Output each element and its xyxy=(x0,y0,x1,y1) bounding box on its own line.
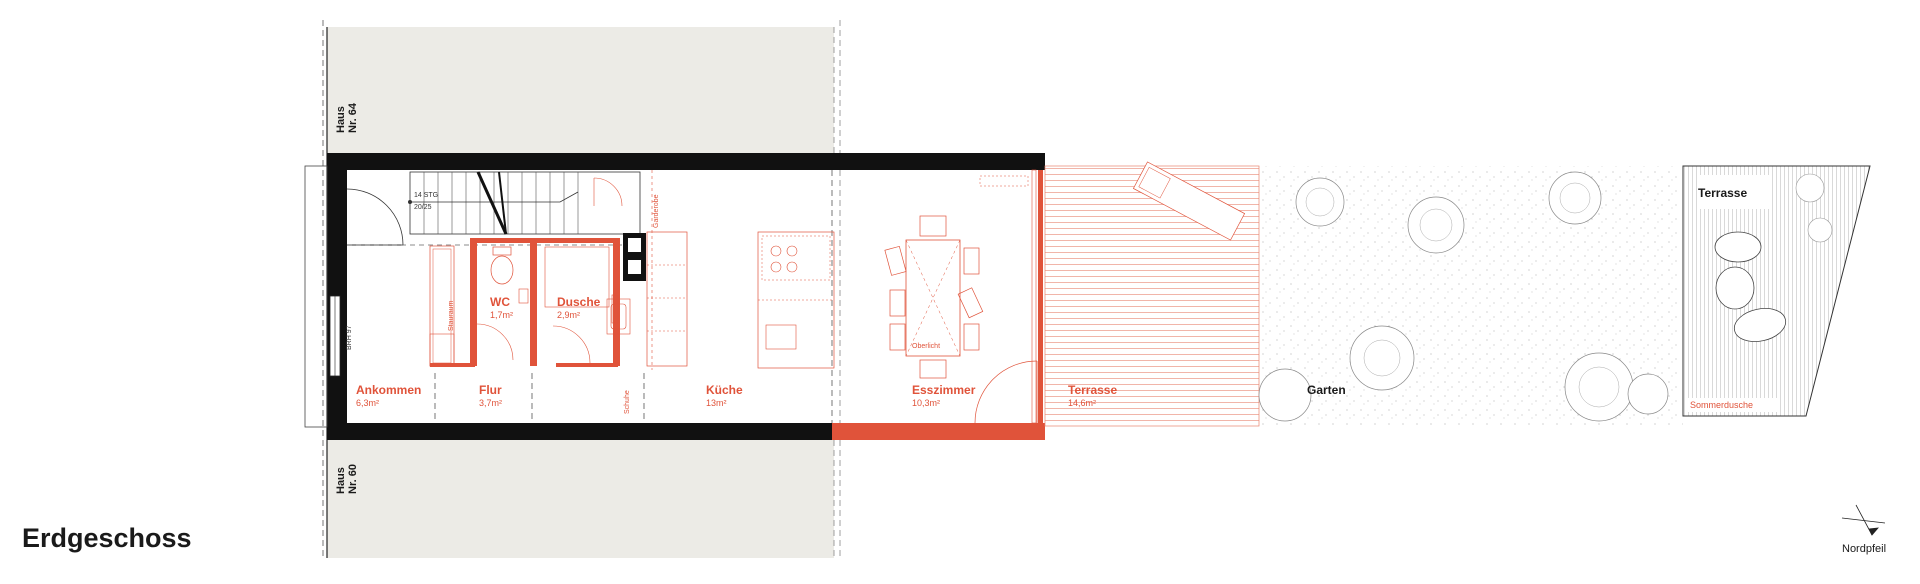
north-arrow-label: Nordpfeil xyxy=(1842,543,1887,555)
floor-title: Erdgeschoss xyxy=(22,523,192,553)
room-wc-name: WC xyxy=(490,295,510,309)
neighbor-top-label: Haus Nr. 64 xyxy=(335,103,359,133)
shoes-label: Schuhe xyxy=(624,390,631,414)
stair-dimension-label: 20/25 xyxy=(414,204,432,211)
room-ankommen-name: Ankommen xyxy=(356,383,422,397)
room-terrasse-name: Terrasse xyxy=(1068,383,1118,397)
neighbor-house-top xyxy=(327,27,834,153)
kitchen-fixtures xyxy=(646,231,835,369)
neighbor-house-bottom xyxy=(327,440,834,558)
terrace-deck xyxy=(1044,161,1260,427)
north-arrow-symbol xyxy=(1841,504,1886,536)
room-esszimmer-area: 10,3m² xyxy=(912,398,941,408)
room-dusche-area: 2,9m² xyxy=(557,310,581,320)
staircase xyxy=(408,171,641,235)
neighbor-bottom-label: Haus Nr. 60 xyxy=(335,464,359,494)
wc-shower-walls xyxy=(430,177,631,367)
room-terrasse-area: 14,6m² xyxy=(1068,398,1097,408)
skylight-label: Oberlicht xyxy=(912,343,941,350)
room-wc-area: 1,7m² xyxy=(490,310,514,320)
exterior-walls xyxy=(304,153,1045,440)
back-terrace-deck xyxy=(1682,165,1871,417)
room-flur-name: Flur xyxy=(479,383,502,397)
window-sill-label: BRH 97 xyxy=(346,325,353,350)
room-terrasse-back-name: Terrasse xyxy=(1698,186,1748,200)
room-flur-area: 3,7m² xyxy=(479,398,503,408)
room-dusche-name: Dusche xyxy=(557,295,601,309)
room-garten-name: Garten xyxy=(1307,383,1346,397)
summer-shower-label: Sommerdusche xyxy=(1690,400,1754,410)
storage-label: Stauraum xyxy=(448,300,455,331)
room-esszimmer-name: Esszimmer xyxy=(912,383,976,397)
garden-area xyxy=(1258,166,1683,426)
room-ankommen-area: 6,3m² xyxy=(356,398,380,408)
room-kueche-name: Küche xyxy=(706,383,743,397)
wardrobe-label: Garderobe xyxy=(653,194,660,228)
stair-count-label: 14 STG xyxy=(414,192,439,199)
room-kueche-area: 13m² xyxy=(706,398,727,408)
dining-table xyxy=(884,175,1029,379)
